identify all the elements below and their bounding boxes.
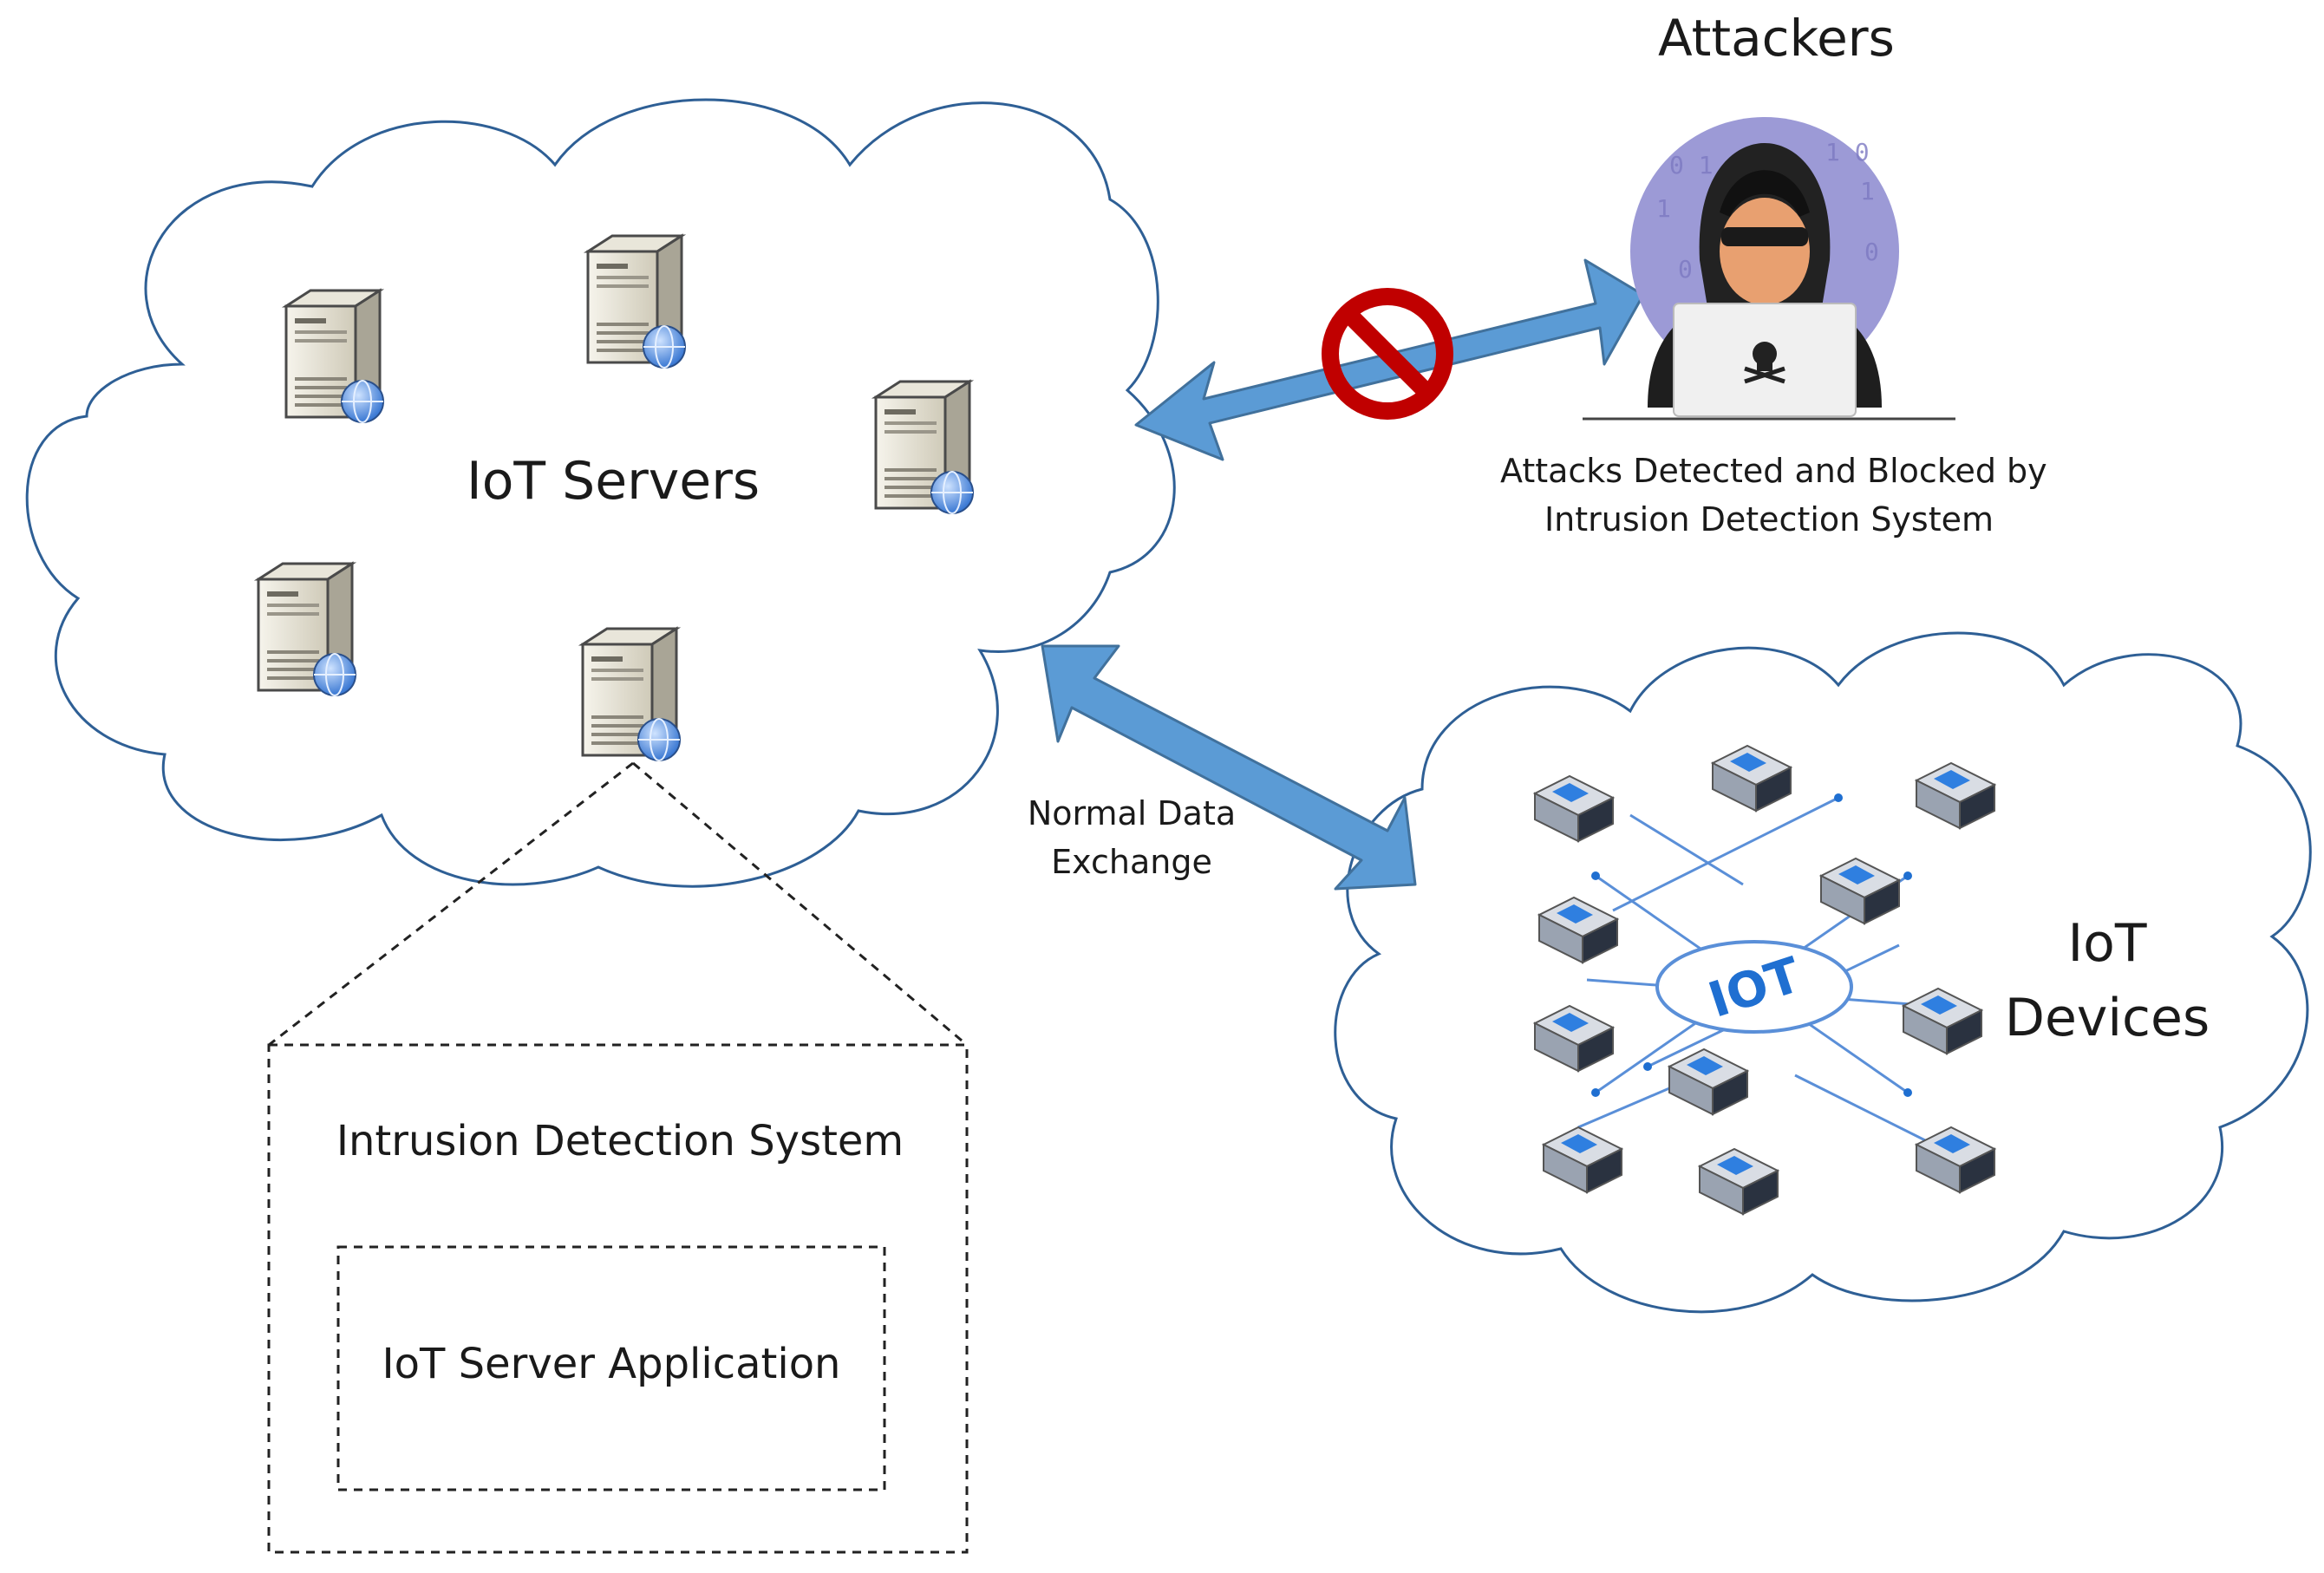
normal-data-line2: Exchange [1051,843,1212,881]
attacks-blocked-line1: Attacks Detected and Blocked by [1500,452,2047,490]
iot-devices-label: IoT Devices [1986,906,2229,1055]
callout-lines [268,761,968,1047]
svg-text:1: 1 [1860,177,1875,206]
svg-text:0: 0 [1678,255,1693,284]
hacker-icon: 1 0 1 0 1 0 0 1 [1583,117,1955,421]
no-entry-icon [1322,288,1453,420]
app-box [336,1245,886,1491]
app-label: IoT Server Application [382,1340,841,1388]
iot-hub: IOT [1577,793,1938,1149]
server-icon [284,289,385,424]
ids-label: Intrusion Detection System [336,1117,904,1165]
normal-data-line1: Normal Data [1027,794,1237,832]
server-icon [586,234,687,369]
skull-icon [1744,342,1785,384]
server-icon [874,380,975,515]
server-icon [581,627,682,762]
normal-data-label: Normal Data Exchange [1002,789,1262,886]
svg-text:0: 0 [1864,238,1879,266]
attackers-label: Attackers [1658,9,1895,68]
iot-servers-label: IoT Servers [467,451,761,512]
normal-data-arrow [1041,644,1417,891]
svg-text:1: 1 [1656,194,1671,223]
attacks-blocked-line2: Intrusion Detection System [1544,500,1994,538]
ids-box [267,1043,969,1554]
iot-devices-label-line1: IoT [2067,913,2147,974]
iot-devices-label-line2: Devices [2004,988,2210,1048]
attacks-blocked-label: Attacks Detected and Blocked by Intrusio… [1500,447,2047,544]
server-icon [257,562,357,697]
svg-text:0 1: 0 1 [1669,151,1714,179]
svg-text:1 0: 1 0 [1825,138,1870,166]
